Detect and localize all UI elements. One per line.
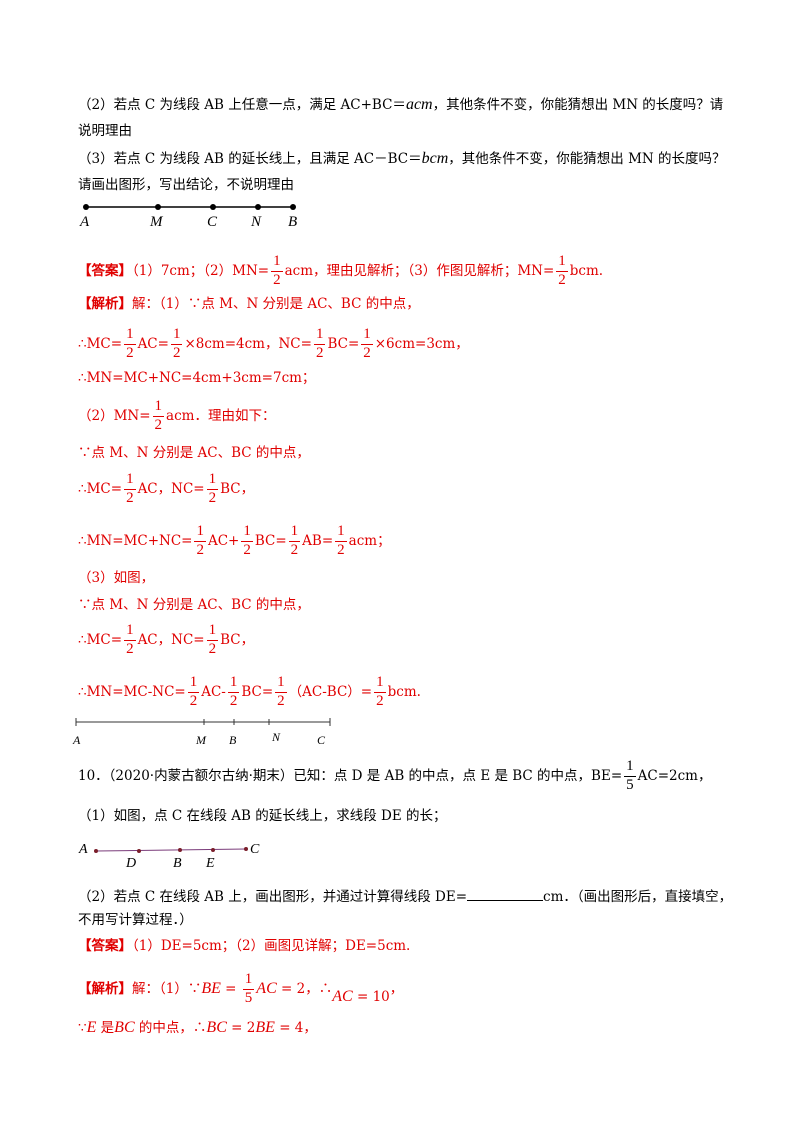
- label-b2: B: [229, 733, 237, 747]
- figure-3-segment: A D B E C: [78, 842, 260, 871]
- point-m: [155, 204, 161, 210]
- solution9-line3: ∴MN=MC+NC=4cm+3cm=7cm；: [78, 370, 316, 386]
- point-b: [290, 204, 296, 210]
- label-a: A: [79, 214, 90, 230]
- label-b: B: [288, 214, 297, 230]
- answer-tag: 【答案】: [78, 938, 132, 954]
- label-c3: C: [250, 842, 260, 857]
- point-n: [255, 204, 261, 210]
- solution9-line5: ∵点 M、N 分别是 AC、BC 的中点，: [78, 445, 310, 461]
- label-a3: A: [78, 842, 88, 857]
- solution9-line8: （3）如图，: [78, 570, 155, 586]
- answer10-line: 【答案】（1）DE=5cm；（2）画图见详解；DE=5cm.: [78, 938, 411, 954]
- q10-line4: 不用写计算过程．）: [78, 912, 193, 928]
- label-m2: M: [195, 733, 207, 747]
- figure-2-segment: A M B N C: [72, 718, 331, 747]
- q10-line2: （1）如图，点 C 在线段 AB 的延长线上，求线段 DE 的长；: [78, 808, 447, 824]
- bcm-expr: bcm: [421, 150, 449, 167]
- q9-part2-line2: 说明理由: [78, 123, 132, 139]
- solution10-line2: ∵E 是BC 的中点，∴BC = 2BE = 4，: [78, 1019, 317, 1036]
- point-d3: [137, 849, 141, 853]
- point-c: [210, 204, 216, 210]
- solution9-line9: ∵点 M、N 分别是 AC、BC 的中点，: [78, 597, 310, 613]
- label-b3: B: [173, 856, 182, 871]
- label-d3: D: [125, 856, 136, 871]
- label-a2: A: [72, 733, 81, 747]
- point-e3: [211, 848, 215, 852]
- label-c2: C: [317, 733, 326, 747]
- point-c3: [244, 847, 248, 851]
- label-c: C: [207, 214, 218, 230]
- acm-expr: acm: [405, 96, 433, 113]
- point-a3: [94, 849, 98, 853]
- label-m: M: [149, 214, 164, 230]
- q9-part2-line1: （2）若点 C 为线段 AB 上任意一点，满足 AC+BC＝acm，其他条件不变…: [78, 96, 724, 113]
- label-n: N: [250, 214, 262, 230]
- figure-1-segment: A M C N B: [79, 204, 297, 230]
- q10-line1: 10．（2020·内蒙古额尔古纳·期末）已知：点 D 是 AB 的中点，点 E …: [78, 758, 712, 793]
- point-b3: [178, 848, 182, 852]
- point-a: [83, 204, 89, 210]
- answer-tag: 【答案】: [78, 262, 132, 279]
- analysis-tag: 【解析】: [78, 980, 132, 997]
- analysis-tag: 【解析】: [78, 296, 132, 312]
- label-e3: E: [205, 856, 215, 871]
- label-n2: N: [271, 730, 281, 744]
- solution9-line1: 【解析】解：（1）∵点 M、N 分别是 AC、BC 的中点，: [78, 296, 420, 312]
- answer-blank[interactable]: [467, 888, 544, 901]
- q9-part3-line2: 请画出图形，写出结论，不说明理由: [78, 177, 294, 193]
- q9-part3-line1: （3）若点 C 为线段 AB 的延长线上，且满足 AC－BC＝bcm，其他条件不…: [78, 150, 726, 167]
- q10-line3: （2）若点 C 在线段 AB 上，画出图形，并通过计算得线段 DE=cm．（画出…: [78, 888, 733, 905]
